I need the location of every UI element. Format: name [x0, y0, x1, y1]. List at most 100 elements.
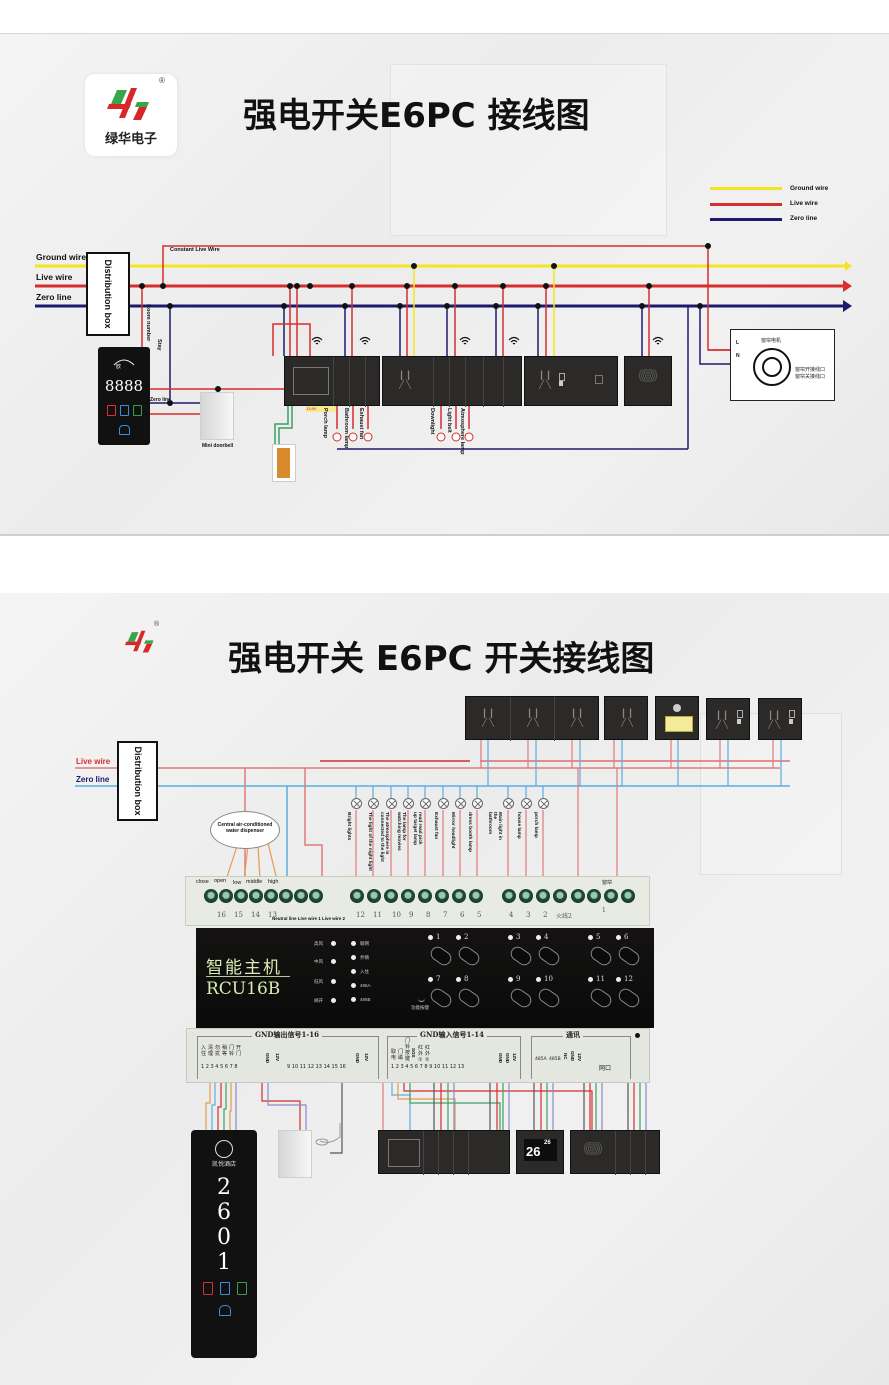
lamp-icon [351, 798, 362, 809]
curtain-l-terminal: L [736, 340, 740, 346]
screw-terminal[interactable] [418, 889, 432, 903]
screw-terminal[interactable] [621, 889, 635, 903]
lamp-icon [472, 798, 483, 809]
lamp-icon [455, 798, 466, 809]
mounting-hole [635, 1033, 640, 1038]
channel-button[interactable] [535, 985, 563, 1011]
legend-label-ground: Ground wire [790, 185, 829, 192]
screw-terminal[interactable] [204, 889, 218, 903]
load-label-exhaust-fan: Exhaust fan [358, 408, 364, 440]
input-numbers: 1 2 3 4 5 6 7 8 9 10 11 12 13 [391, 1064, 465, 1070]
doorbell-button-icon[interactable] [119, 425, 130, 435]
curtain-motor-title: 窗帘电机 [761, 338, 782, 344]
motor-inner-ring-icon [762, 357, 782, 377]
speaker-grille-icon [583, 1142, 603, 1155]
terminal-number: 2 [543, 911, 548, 919]
led-label: 485B [360, 997, 371, 1002]
screw-terminal[interactable] [519, 889, 533, 903]
channel-button[interactable] [615, 985, 643, 1011]
channel-button[interactable] [535, 943, 563, 969]
screw-terminal[interactable] [309, 889, 323, 903]
screw-terminal[interactable] [294, 889, 308, 903]
screw-terminal[interactable] [469, 889, 483, 903]
screw-terminal[interactable] [219, 889, 233, 903]
channel-button[interactable] [455, 985, 483, 1011]
input-signal-name: 红外② [425, 1045, 431, 1063]
rcu-name: 智能主机 [206, 958, 282, 978]
curtain-zero-wire [699, 306, 735, 365]
channel-button[interactable] [587, 985, 615, 1011]
legend-swatch-zero [710, 218, 782, 221]
terminal-number: 9 [409, 911, 414, 919]
screw-terminal[interactable] [279, 889, 293, 903]
function-key-button[interactable] [418, 996, 425, 1002]
screw-terminal[interactable] [553, 889, 567, 903]
room-doorplate: 凯悦酒店 2 6 0 1 [191, 1130, 257, 1358]
room-doorplate: 欧 8888 [98, 347, 150, 445]
lamp-icon [438, 798, 449, 809]
doorplate-logo-icon: 欧 [113, 359, 135, 369]
output-group-title: GND输出信号1-16 [252, 1030, 322, 1040]
output-12v-2: 12V [364, 1053, 369, 1062]
wait-icon [237, 1282, 247, 1295]
channel-led [616, 935, 621, 940]
channel-button[interactable] [507, 985, 535, 1011]
status-led [351, 969, 356, 974]
screw-terminal[interactable] [249, 889, 263, 903]
screw-terminal[interactable] [604, 889, 618, 903]
lamp-label: Main light in the bathroom [487, 812, 502, 840]
channel-button[interactable] [587, 943, 615, 969]
terminal-number: 14 [251, 911, 260, 919]
brand-name: 绿华电子 [104, 132, 157, 147]
screw-terminal[interactable] [536, 889, 550, 903]
doorbell-switch-panel [624, 356, 672, 406]
wifi-icon [459, 336, 471, 345]
channel-button[interactable] [507, 943, 535, 969]
screw-terminal[interactable] [401, 889, 415, 903]
socket-outlet-icon: ┃ ┃╱ ╲ [621, 709, 633, 727]
terminal-number: 8 [426, 911, 431, 919]
panel1-wiring [35, 243, 852, 454]
screw-terminal[interactable] [350, 889, 364, 903]
output-signal-group [197, 1036, 379, 1079]
channel-led [456, 977, 461, 982]
legend-label-live: Live wire [790, 200, 818, 207]
input-signal-name: SOS [411, 1048, 416, 1058]
doorbell-button-icon[interactable] [219, 1305, 231, 1316]
screw-terminal[interactable] [502, 889, 516, 903]
door-contact [272, 444, 296, 482]
panel2-wiring [75, 738, 790, 1154]
curtain-relay-number: 1 [602, 907, 606, 914]
channel-button[interactable] [615, 943, 643, 969]
usb-port-icon [737, 710, 743, 718]
screw-terminal[interactable] [587, 889, 601, 903]
rcu-host-unit: 智能主机 RCU16B 高风 中风 低风 阀开 联网 乔镇 入住 485A 48… [196, 928, 654, 1028]
output-gnd-2: GND [355, 1053, 360, 1063]
screw-terminal[interactable] [571, 889, 585, 903]
doorbell-nameplate-panel [655, 696, 699, 740]
channel-number: 6 [624, 933, 629, 941]
usb-port-icon [789, 719, 793, 724]
screw-terminal[interactable] [435, 889, 449, 903]
usb-port-icon [789, 710, 795, 718]
registered-mark: ® [159, 76, 165, 85]
background-frame [390, 64, 667, 236]
screw-terminal[interactable] [234, 889, 248, 903]
screw-terminal[interactable] [367, 889, 381, 903]
brand-logo: ® 绿华电子 [85, 74, 177, 156]
door-sensor-icon [315, 1123, 341, 1146]
channel-button[interactable] [427, 943, 455, 969]
speaker-grille-icon [638, 369, 658, 382]
output-numbers: 1 2 3 4 5 6 7 8 [201, 1064, 238, 1070]
channel-button[interactable] [427, 985, 455, 1011]
legend-label-zero: Zero line [790, 215, 818, 222]
screw-terminal[interactable] [452, 889, 466, 903]
screw-terminal[interactable] [264, 889, 278, 903]
wifi-icon [311, 336, 323, 345]
channel-button[interactable] [455, 943, 483, 969]
terminal-number: 6 [460, 911, 465, 919]
comm-group-title: 通讯 [563, 1030, 583, 1040]
screw-terminal[interactable] [384, 889, 398, 903]
lamp-icon [368, 798, 379, 809]
clean-room-icon [203, 1282, 213, 1295]
